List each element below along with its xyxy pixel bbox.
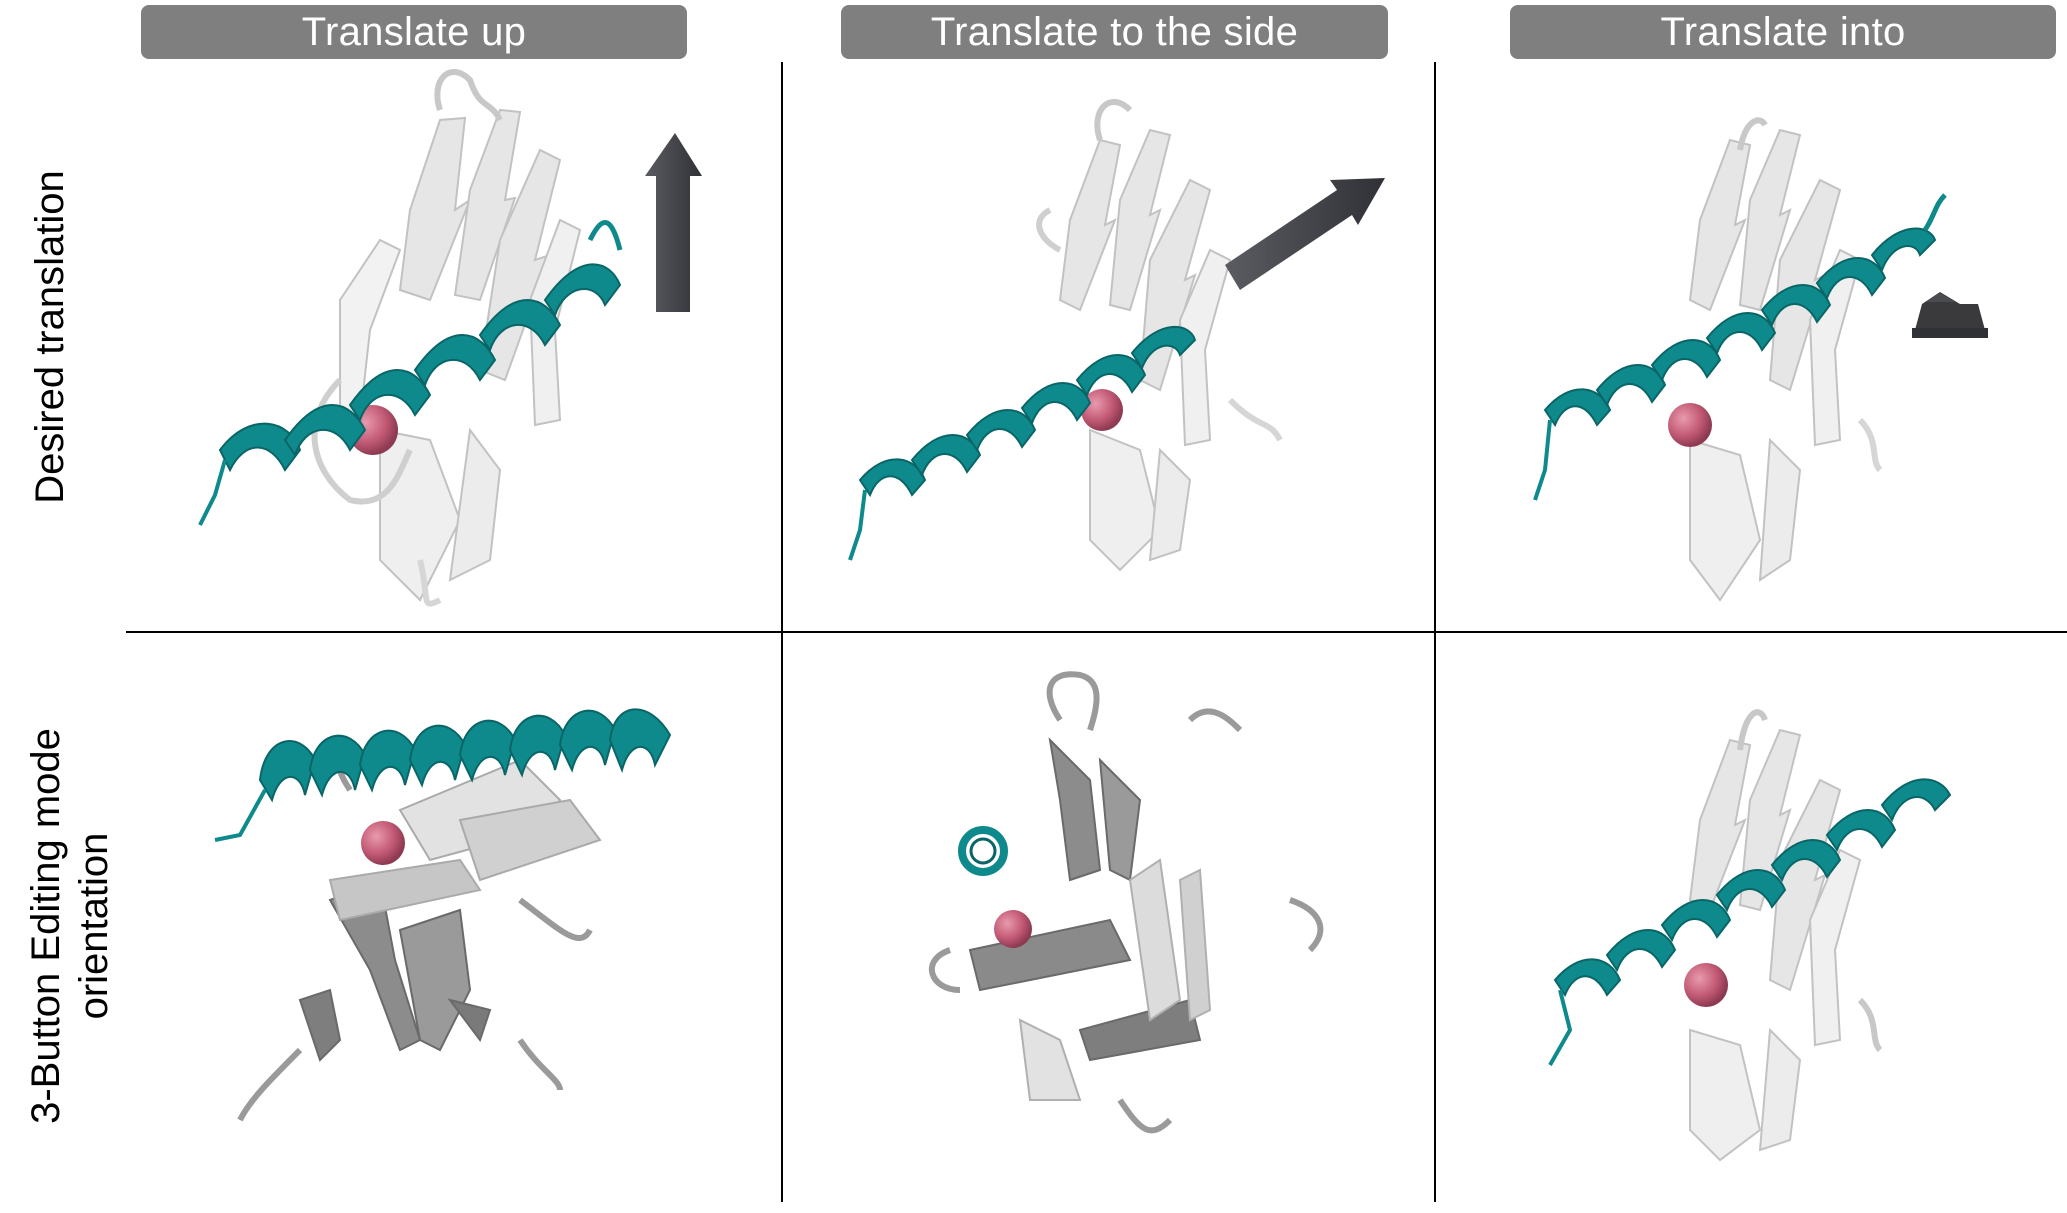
- panel-translate-side-protein: [848, 99, 1283, 572]
- vertical-divider-2: [1434, 62, 1436, 1202]
- helix-end-view: [958, 826, 1008, 876]
- arrow-into-icon: [1912, 292, 1988, 338]
- panel-editing-side-protein: [928, 671, 1324, 1134]
- arrow-up-icon: [645, 133, 702, 312]
- horizontal-divider: [126, 631, 2067, 633]
- arrow-diagonal-icon: [1225, 178, 1385, 290]
- col-header-translate-side: Translate to the side: [841, 5, 1388, 59]
- col-header-translate-into: Translate into: [1510, 5, 2056, 59]
- panel-editing-up-protein: [214, 708, 672, 1122]
- col-header-translate-up: Translate up: [141, 5, 687, 59]
- vertical-divider-1: [781, 62, 783, 1202]
- panel-translate-into-protein: [1533, 117, 1947, 602]
- panel-translate-up-protein: [198, 69, 623, 607]
- panel-editing-into-protein: [1548, 709, 1952, 1162]
